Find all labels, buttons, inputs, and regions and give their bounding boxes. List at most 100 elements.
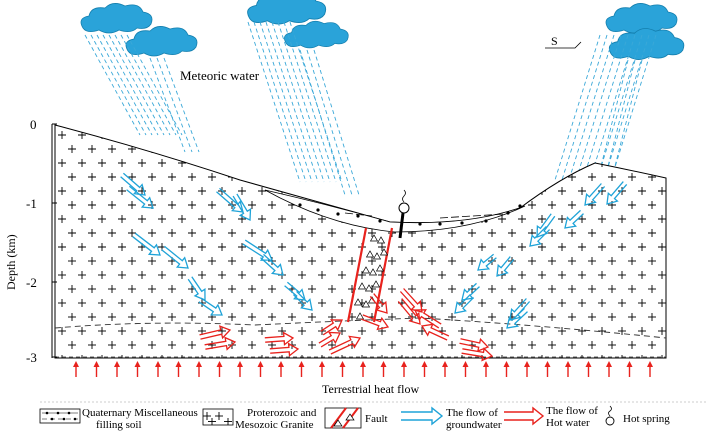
granite-cross bbox=[488, 313, 496, 321]
granite-cross bbox=[288, 229, 296, 237]
granite-cross bbox=[638, 187, 646, 195]
granite-cross bbox=[668, 285, 676, 293]
granite-cross bbox=[108, 313, 116, 321]
granite-cross bbox=[488, 201, 496, 209]
granite-cross bbox=[568, 257, 576, 265]
granite-cross bbox=[498, 187, 506, 195]
granite-cross bbox=[221, 355, 223, 358]
groundwater-arrow bbox=[161, 245, 189, 269]
granite-cross bbox=[281, 355, 283, 358]
hot-water-arrow bbox=[420, 323, 450, 341]
granite-cross bbox=[678, 299, 686, 307]
granite-cross bbox=[158, 159, 166, 167]
granite-cross bbox=[508, 173, 516, 181]
granite-cross bbox=[348, 145, 356, 153]
granite-cross bbox=[498, 299, 506, 307]
granite-cross bbox=[168, 145, 176, 153]
rain-line bbox=[102, 34, 159, 136]
granite-cross bbox=[81, 355, 83, 358]
fault-breccia bbox=[361, 300, 371, 308]
granite-cross bbox=[588, 173, 596, 181]
granite-cross bbox=[168, 313, 176, 321]
granite-cross bbox=[168, 173, 176, 181]
granite-cross bbox=[228, 285, 236, 293]
granite-cross bbox=[288, 313, 296, 321]
granite-cross bbox=[588, 201, 596, 209]
groundwater-arrow bbox=[242, 239, 273, 261]
granite-cross bbox=[408, 145, 416, 153]
granite-cross bbox=[188, 313, 196, 321]
granite-cross bbox=[108, 201, 116, 209]
granite-cross bbox=[158, 187, 166, 195]
granite-cross bbox=[421, 355, 423, 358]
granite-cross bbox=[138, 215, 146, 223]
heat-flow-label: Terrestrial heat flow bbox=[322, 382, 419, 396]
hot-water-arrows bbox=[199, 288, 494, 362]
granite-cross bbox=[501, 355, 503, 358]
granite-cross bbox=[198, 299, 206, 307]
granite-cross bbox=[518, 159, 526, 167]
granite-cross bbox=[678, 327, 686, 335]
granite-cross bbox=[78, 131, 86, 139]
granite-cross bbox=[298, 187, 306, 195]
granite-cross bbox=[408, 285, 416, 293]
granite-cross bbox=[108, 229, 116, 237]
quaternary-dot bbox=[298, 203, 302, 207]
granite-cross bbox=[158, 215, 166, 223]
granite-cross bbox=[98, 327, 106, 335]
granite-cross bbox=[208, 257, 216, 265]
cloud-group bbox=[80, 0, 685, 60]
granite-cross bbox=[278, 299, 286, 307]
granite-cross bbox=[568, 229, 576, 237]
depth-axis: 0 -1 -2 -3 Depth (km) bbox=[4, 117, 57, 365]
granite-cross bbox=[518, 327, 526, 335]
granite-cross bbox=[58, 131, 66, 139]
granite-cross bbox=[568, 285, 576, 293]
granite-cross bbox=[308, 257, 316, 265]
granite-cross bbox=[488, 285, 496, 293]
granite-cross bbox=[638, 271, 646, 279]
granite-cross bbox=[608, 173, 616, 181]
granite-cross bbox=[528, 285, 536, 293]
granite-cross bbox=[668, 313, 676, 321]
quaternary-dot bbox=[316, 208, 320, 212]
granite-cross bbox=[118, 159, 126, 167]
granite-cross bbox=[178, 271, 186, 279]
granite-cross bbox=[508, 285, 516, 293]
groundwater-arrow bbox=[477, 253, 497, 271]
granite-cross bbox=[208, 201, 216, 209]
granite-cross bbox=[238, 271, 246, 279]
granite-cross bbox=[658, 243, 666, 251]
fault-breccia bbox=[376, 236, 386, 244]
rain-line bbox=[156, 57, 193, 153]
groundwater-arrow bbox=[260, 253, 284, 276]
quaternary-layer bbox=[264, 189, 526, 233]
granite-cross bbox=[388, 173, 396, 181]
granite-cross bbox=[148, 257, 156, 265]
granite-cross bbox=[618, 271, 626, 279]
granite-cross bbox=[238, 299, 246, 307]
hot-water-arrow bbox=[461, 347, 494, 362]
granite-cross bbox=[218, 159, 226, 167]
granite-cross bbox=[538, 271, 546, 279]
granite-cross bbox=[248, 257, 256, 265]
granite-cross bbox=[468, 257, 476, 265]
granite-cross bbox=[658, 187, 666, 195]
fault-zone bbox=[346, 212, 405, 323]
rain-line bbox=[289, 21, 343, 183]
granite-cross bbox=[538, 243, 546, 251]
granite-cross bbox=[61, 355, 63, 358]
hot-water-arrow bbox=[360, 314, 390, 331]
granite-cross bbox=[268, 201, 276, 209]
granite-cross bbox=[198, 159, 206, 167]
granite-cross bbox=[608, 341, 616, 349]
granite-cross bbox=[448, 313, 456, 321]
granite-cross bbox=[158, 327, 166, 335]
rain-line bbox=[253, 21, 307, 183]
granite-cross bbox=[508, 145, 516, 153]
granite-cross bbox=[318, 215, 326, 223]
granite-cross bbox=[278, 327, 286, 335]
depth-axis-label: Depth (km) bbox=[4, 234, 18, 290]
fault-breccia bbox=[364, 284, 374, 292]
